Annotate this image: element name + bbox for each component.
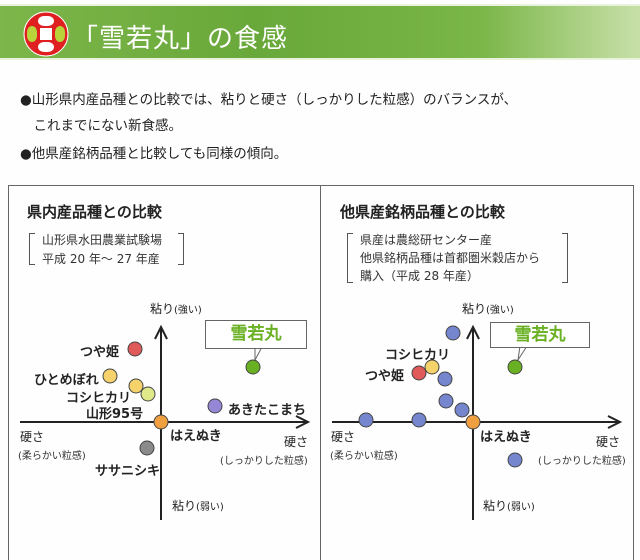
point-label: 山形95号 <box>86 407 144 422</box>
x-axis-left-sublabel: (柔らかい粒感) <box>18 451 86 462</box>
y-axis-bottom-label: 粘り(弱い) <box>483 499 535 513</box>
data-point <box>465 414 481 430</box>
x-axis-right-label: 硬さ <box>284 435 309 449</box>
y-axis-top-label: 粘り(強い) <box>462 302 514 316</box>
data-point <box>127 341 143 357</box>
page-title: 「雪若丸」の食感 <box>72 24 289 54</box>
bullet-3: ●他県産銘柄品種と比較しても同様の傾向。 <box>20 146 288 162</box>
right-note-1: 県産は農総研センター産 <box>360 233 493 247</box>
x-axis-right-label: 硬さ <box>596 435 621 449</box>
data-point <box>507 359 523 375</box>
bracket-left <box>29 233 35 265</box>
left-note-2: 平成 20 年～ 27 年産 <box>42 252 160 266</box>
x-axis-arrow-icon <box>607 415 623 429</box>
data-point <box>424 359 440 375</box>
bracket-right <box>178 233 184 265</box>
data-point <box>411 412 427 428</box>
data-point <box>207 398 223 414</box>
data-point <box>140 386 156 402</box>
point-label: つや姫 <box>365 369 405 384</box>
bullet-2: これまでにない新食感。 <box>20 118 182 134</box>
data-point <box>102 368 118 384</box>
header-banner: 「雪若丸」の食感 <box>0 4 640 60</box>
callout-tail <box>517 345 528 361</box>
data-point <box>438 393 454 409</box>
panel-divider <box>320 185 321 560</box>
data-point <box>411 365 427 381</box>
point-label: コシヒカリ <box>66 391 132 406</box>
x-axis-right-sublabel: (しっかりした粒感) <box>220 456 308 467</box>
data-point <box>445 325 461 341</box>
data-point <box>437 371 453 387</box>
data-point <box>139 440 155 456</box>
point-label: ひとめぼれ <box>34 373 99 388</box>
data-point <box>153 414 169 430</box>
bracket-right <box>562 233 568 283</box>
right-note-2: 他県銘柄品種は首都圏米穀店から <box>360 251 541 265</box>
point-label: つや姫 <box>80 345 120 360</box>
right-note-3: 購入（平成 28 年産） <box>360 269 479 283</box>
x-axis-left-sublabel: (柔らかい粒感) <box>330 451 398 462</box>
y-axis-bottom-label: 粘り(弱い) <box>172 499 224 513</box>
left-panel-title: 県内産品種との比較 <box>27 203 162 221</box>
data-point <box>358 412 374 428</box>
point-label: コシヒカリ <box>385 348 451 363</box>
x-axis-left-label: 硬さ <box>331 430 356 444</box>
callout-yukiwakamaru: 雪若丸 <box>205 320 307 349</box>
yukiwakamaru-logo-icon <box>23 11 69 57</box>
bracket-left <box>347 233 353 283</box>
comparison-frame <box>8 185 634 560</box>
y-axis-top-label: 粘り(強い) <box>150 302 202 316</box>
x-axis-left-label: 硬さ <box>20 430 45 444</box>
left-note-1: 山形県水田農業試験場 <box>42 233 163 247</box>
data-point <box>128 378 144 394</box>
point-label: あきたこまち <box>228 403 307 418</box>
point-label: ササニシキ <box>95 464 161 479</box>
x-axis-right-sublabel: (しっかりした粒感) <box>538 456 626 467</box>
callout-yukiwakamaru: 雪若丸 <box>490 322 590 348</box>
point-label: はえぬき <box>480 430 532 445</box>
y-axis-arrow-icon <box>154 324 168 340</box>
bullet-1: ●山形県内産品種との比較では、粘りと硬さ（しっかりした粒感）のバランスが、 <box>20 92 518 108</box>
data-point <box>245 359 261 375</box>
point-label: はえぬき <box>170 429 222 444</box>
x-axis-arrow-icon <box>295 415 311 429</box>
y-axis-arrow-icon <box>466 324 480 340</box>
data-point <box>507 452 523 468</box>
right-panel-title: 他県産銘柄品種との比較 <box>340 203 505 221</box>
data-point <box>454 402 470 418</box>
